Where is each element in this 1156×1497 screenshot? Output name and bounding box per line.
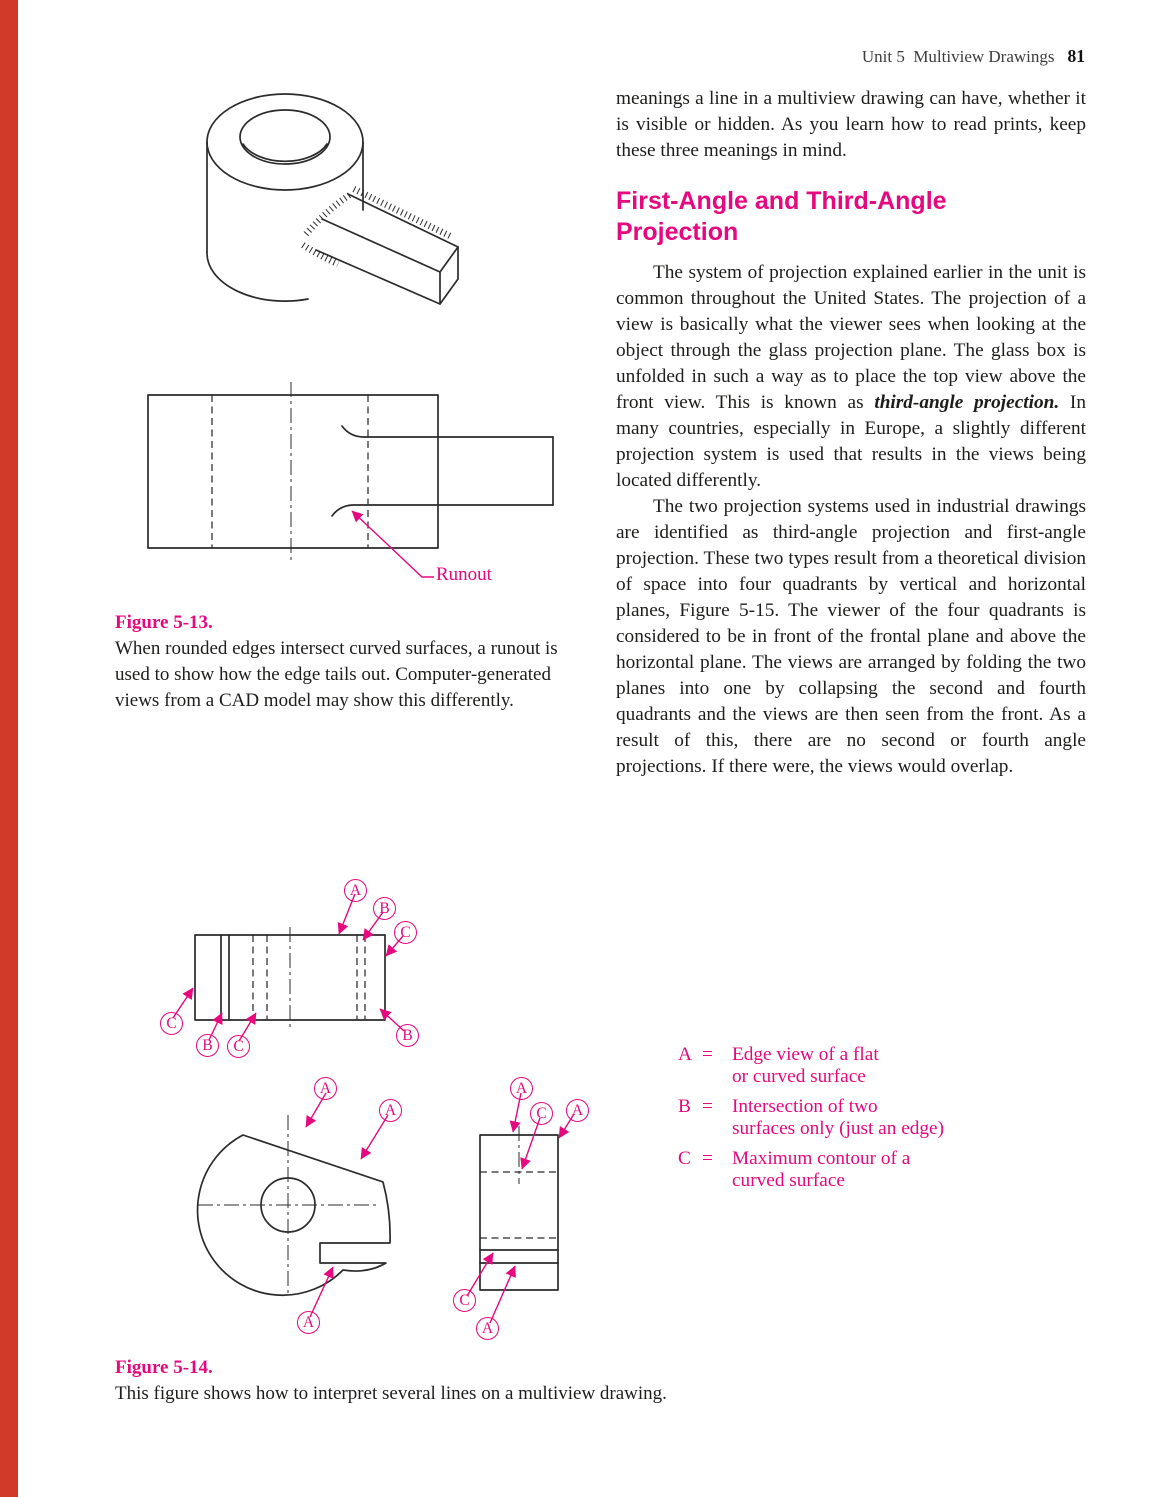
- top-view-drawing: [194, 927, 386, 1028]
- balloon-letter: A: [314, 1077, 337, 1100]
- legend-letter: B: [678, 1096, 691, 1117]
- paragraph-1-text: The system of projection explained earli…: [616, 262, 1086, 413]
- balloon-letter: A: [476, 1317, 499, 1340]
- figure-5-13-caption: Figure 5-13. When rounded edges intersec…: [115, 610, 560, 714]
- paragraph-1: The system of projection explained earli…: [616, 260, 1086, 494]
- hidden-hole-lines: [211, 395, 369, 548]
- paragraph-1-text-cont: In many countries, especially in Europe,…: [616, 392, 1086, 491]
- balloon-letter: A: [344, 879, 367, 902]
- isometric-illustration: [190, 82, 480, 332]
- cylinder-with-arm-outline: [206, 93, 459, 305]
- balloon-letter: A: [566, 1099, 589, 1122]
- balloon-letter: A: [510, 1077, 533, 1100]
- balloon-letter: B: [373, 897, 396, 920]
- front-view-outline: [147, 394, 554, 549]
- side-view-drawing: [479, 1126, 559, 1291]
- page-number: 81: [1067, 46, 1086, 66]
- chapter-spine-bar: [0, 0, 18, 1497]
- balloon-letter: B: [196, 1034, 219, 1057]
- balloon-letter: C: [394, 921, 417, 944]
- intro-paragraph: meanings a line in a multiview drawing c…: [616, 88, 1086, 161]
- figure-5-14-caption-title: Figure 5-14.: [115, 1357, 213, 1378]
- section-heading: First-Angle and Third-Angle Projection: [616, 187, 947, 246]
- legend-text-line1: Maximum contour of a: [732, 1148, 911, 1169]
- legend-text-line1: Edge view of a flat: [732, 1044, 879, 1065]
- leader-arrows: [172, 893, 575, 1324]
- balloon-letter: C: [530, 1102, 553, 1125]
- legend-letter: A: [678, 1044, 692, 1065]
- running-head: Unit 5 Multiview Drawings 81: [862, 46, 1085, 67]
- legend-text-line2: or curved surface: [732, 1066, 866, 1087]
- figure-5-14-caption-text: This figure shows how to interpret sever…: [115, 1383, 667, 1404]
- legend-equals: =: [702, 1044, 713, 1065]
- legend-letter: C: [678, 1148, 691, 1169]
- front-view-svg: [147, 382, 554, 578]
- body-text-column: meanings a line in a multiview drawing c…: [616, 86, 1086, 780]
- multiview-drawing: [140, 378, 560, 593]
- front-view-cam-drawing: [196, 1115, 391, 1297]
- figure-5-13-caption-text: When rounded edges intersect curved surf…: [115, 638, 558, 711]
- runout-hatching: [301, 186, 454, 267]
- paragraph-2: The two projection systems used in indus…: [616, 496, 1086, 777]
- balloon-letter: A: [297, 1311, 320, 1334]
- isometric-view-svg: [206, 93, 459, 305]
- legend-text-line1: Intersection of two: [732, 1096, 878, 1117]
- figure-5-13-caption-title: Figure 5-13.: [115, 612, 213, 633]
- balloon-letter: C: [453, 1289, 476, 1312]
- balloon-letter: C: [160, 1012, 183, 1035]
- legend-equals: =: [702, 1148, 713, 1169]
- balloon-letter: A: [379, 1099, 402, 1122]
- legend-text-line2: surfaces only (just an edge): [732, 1118, 945, 1139]
- figure-5-14-drawings: [172, 893, 575, 1324]
- legend-text-line2: curved surface: [732, 1170, 845, 1191]
- paragraph-1-emphasis: third-angle projection.: [874, 392, 1060, 413]
- runout-leader-arrow: [351, 510, 434, 578]
- running-head-title: Unit 5 Multiview Drawings: [861, 47, 1055, 66]
- balloon-letter: B: [396, 1024, 419, 1047]
- balloon-letter: C: [227, 1035, 250, 1058]
- legend-equals: =: [702, 1096, 713, 1117]
- figure-5-14-caption: Figure 5-14. This figure shows how to in…: [115, 1355, 995, 1407]
- runout-label: Runout: [436, 564, 492, 585]
